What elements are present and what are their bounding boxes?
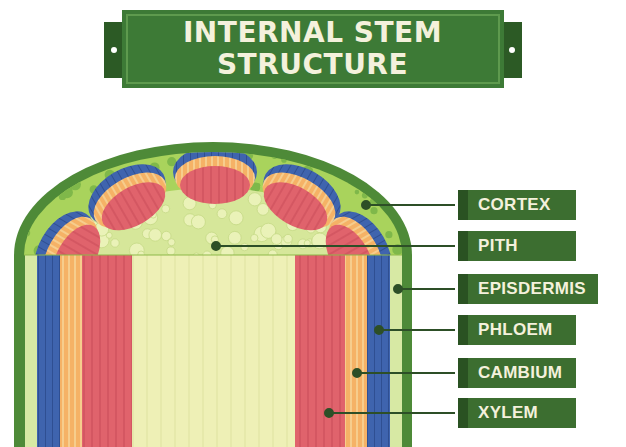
stem-columns: [14, 255, 414, 447]
label-box: PHLOEM: [458, 315, 576, 345]
label-box: EPISDERMIS: [458, 274, 598, 304]
part-label: CORTEX: [478, 195, 551, 215]
leader-lines: [212, 201, 455, 417]
part-label: CAMBIUM: [478, 363, 562, 383]
label-box: XYLEM: [458, 398, 576, 428]
part-label: XYLEM: [478, 403, 538, 423]
title-banner: [104, 10, 522, 88]
label-box: PITH: [458, 231, 576, 261]
part-label: EPISDERMIS: [478, 279, 586, 299]
label-box: CORTEX: [458, 190, 576, 220]
title-text: INTERNAL STEM STRUCTURE: [148, 17, 478, 81]
label-box: CAMBIUM: [458, 358, 576, 388]
part-label: PITH: [478, 236, 518, 256]
title-box: INTERNAL STEM STRUCTURE: [125, 12, 500, 86]
part-label: PHLOEM: [478, 320, 553, 340]
